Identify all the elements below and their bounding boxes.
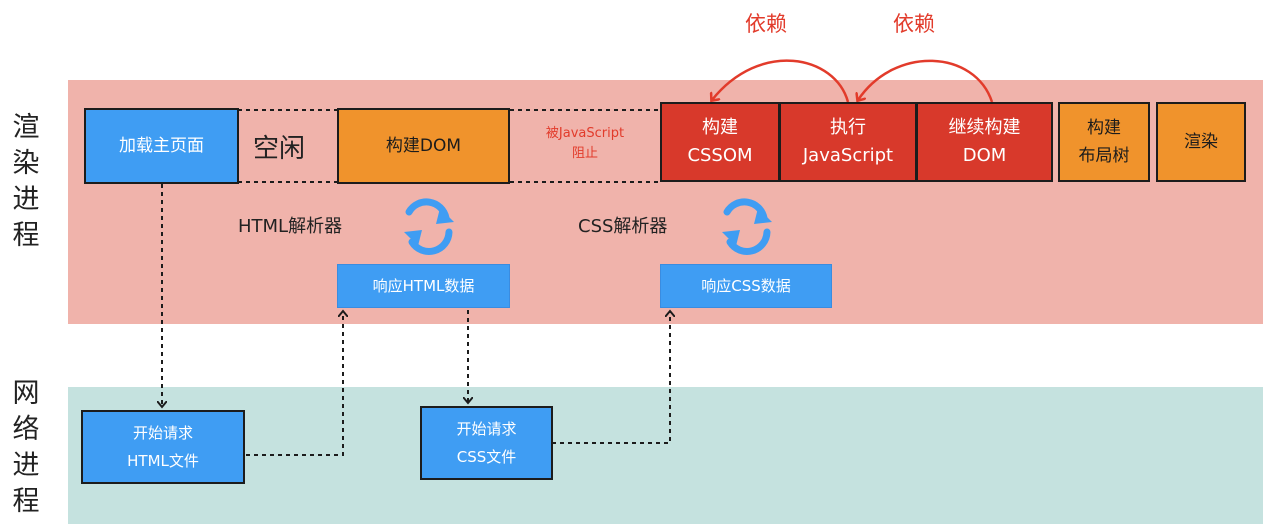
blocked-by-js-note: 被JavaScript 阻止 <box>515 124 655 164</box>
blocked-note-line2: 阻止 <box>571 146 598 161</box>
idle-label: 空闲 <box>253 134 306 164</box>
request-html-line1: 开始请求 <box>132 424 193 442</box>
exec-js-line1: 执行 <box>829 117 866 138</box>
respond-html-data-box: 响应HTML数据 <box>337 264 510 308</box>
render-process-text: 渲染进程 <box>12 112 40 251</box>
css-parser-cycle-icon <box>722 198 772 255</box>
build-layout-tree-box: 构建 布局树 <box>1058 102 1150 182</box>
css-parser-label: CSS解析器 <box>578 216 668 237</box>
request-html-file-box: 开始请求 HTML文件 <box>81 410 245 484</box>
build-cssom-line1: 构建 <box>702 117 738 138</box>
network-process-label: 网络进程 <box>8 376 44 520</box>
render-process-label: 渲染进程 <box>8 110 44 254</box>
request-css-line1: 开始请求 <box>456 420 517 438</box>
html-parser-label: HTML解析器 <box>238 216 343 237</box>
continue-dom-box: 继续构建 DOM <box>916 102 1053 182</box>
build-dom-text: 构建DOM <box>385 136 462 156</box>
load-main-page-box: 加载主页面 <box>84 108 239 184</box>
arrow-request-css-to-respond <box>552 312 670 444</box>
continue-dom-line1: 继续构建 <box>948 117 1021 138</box>
idle-dotted-lines <box>238 109 660 183</box>
build-dom-box: 构建DOM <box>337 108 510 184</box>
respond-css-data-box: 响应CSS数据 <box>660 264 832 308</box>
build-layout-line1: 构建 <box>1087 118 1121 138</box>
render-text: 渲染 <box>1184 132 1218 152</box>
request-html-line2: HTML文件 <box>127 452 199 470</box>
build-cssom-box: 构建 CSSOM <box>660 102 780 182</box>
build-cssom-line2: CSSOM <box>687 145 753 166</box>
dependency-label-left: 依赖 <box>745 12 787 36</box>
arrow-request-html-to-respond <box>246 312 343 456</box>
request-css-line2: CSS文件 <box>456 448 517 466</box>
dependency-arrow-left <box>712 59 850 103</box>
continue-dom-line2: DOM <box>962 145 1007 166</box>
dependency-arrow-right <box>858 59 994 102</box>
dependency-label-right: 依赖 <box>893 12 935 36</box>
request-css-file-box: 开始请求 CSS文件 <box>420 406 553 480</box>
exec-js-box: 执行 JavaScript <box>779 102 917 182</box>
render-box: 渲染 <box>1156 102 1246 182</box>
exec-js-line2: JavaScript <box>802 145 894 166</box>
blocked-note-line1: 被JavaScript <box>545 126 625 141</box>
respond-css-text: 响应CSS数据 <box>701 277 791 295</box>
network-process-text: 网络进程 <box>12 378 40 517</box>
html-parser-cycle-icon <box>404 198 454 255</box>
respond-html-text: 响应HTML数据 <box>372 277 475 295</box>
load-main-page-text: 加载主页面 <box>119 136 204 156</box>
network-process-band <box>68 387 1263 524</box>
build-layout-line2: 布局树 <box>1078 146 1130 166</box>
